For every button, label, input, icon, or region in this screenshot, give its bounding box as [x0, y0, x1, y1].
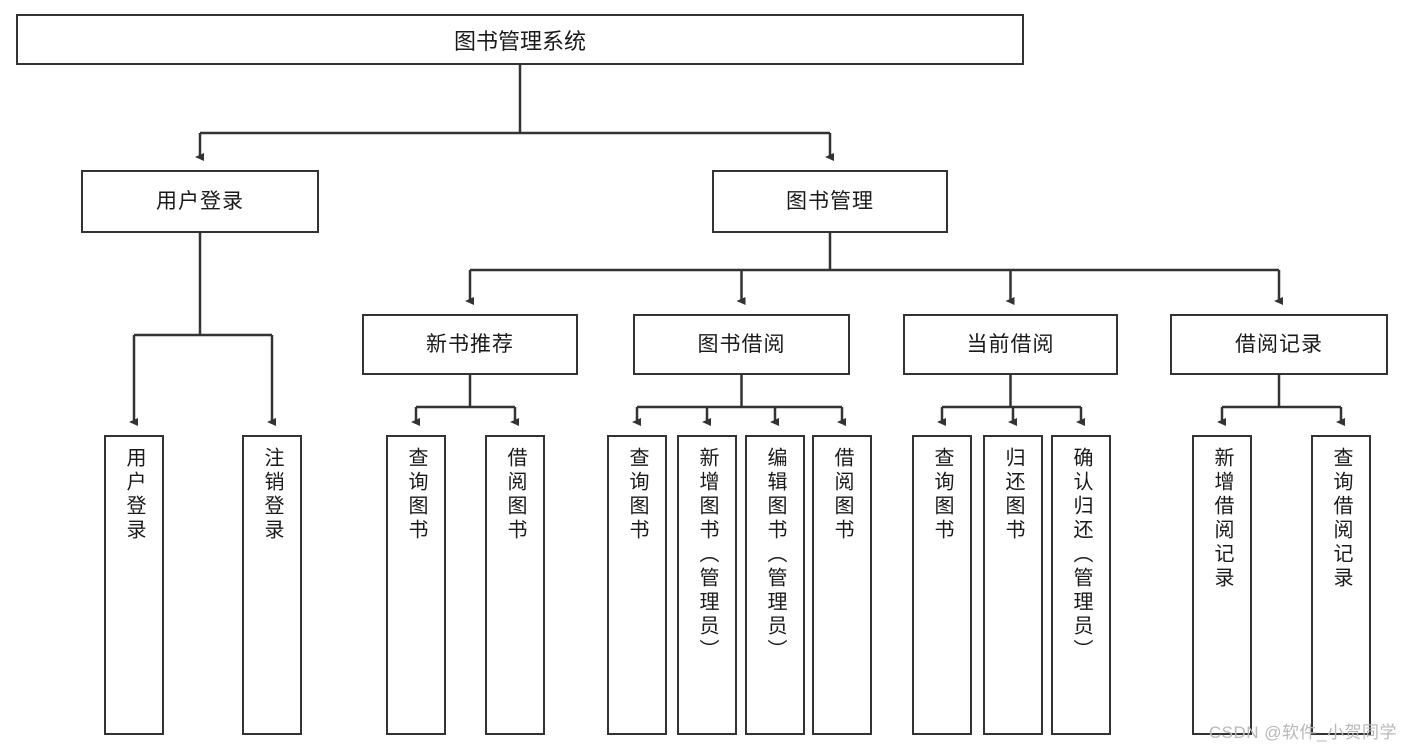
node-book-borrow-label: 图书借阅	[697, 332, 786, 356]
node-leaf-confirm-return-label: 确认归还（管理员）	[1070, 447, 1092, 663]
node-leaf-confirm-return[interactable]: 确认归还（管理员）	[1051, 435, 1111, 735]
node-leaf-borrow-book-1-label: 借阅图书	[504, 447, 526, 543]
node-current-borrow-label: 当前借阅	[966, 332, 1055, 356]
watermark: CSDN @软件_小贺同学	[1208, 723, 1397, 742]
node-leaf-logout-label: 注销登录	[261, 447, 283, 543]
node-leaf-add-record-label: 新增借阅记录	[1211, 447, 1233, 591]
node-leaf-query-record-label: 查询借阅记录	[1330, 447, 1352, 591]
node-leaf-borrow-book-1[interactable]: 借阅图书	[485, 435, 545, 735]
node-leaf-query-book-1-label: 查询图书	[405, 447, 427, 543]
node-leaf-return-book[interactable]: 归还图书	[983, 435, 1043, 735]
node-leaf-query-book-3-label: 查询图书	[931, 447, 953, 543]
node-book-manage-label: 图书管理	[786, 189, 874, 213]
node-leaf-query-book-2[interactable]: 查询图书	[607, 435, 667, 735]
node-leaf-edit-book-label: 编辑图书（管理员）	[764, 447, 786, 663]
node-leaf-query-book-1[interactable]: 查询图书	[386, 435, 446, 735]
node-root-label: 图书管理系统	[453, 28, 586, 54]
node-root[interactable]: 图书管理系统	[16, 14, 1024, 65]
node-new-book-recommend[interactable]: 新书推荐	[362, 314, 578, 375]
node-leaf-borrow-book-2[interactable]: 借阅图书	[812, 435, 872, 735]
node-leaf-edit-book[interactable]: 编辑图书（管理员）	[745, 435, 805, 735]
node-leaf-return-book-label: 归还图书	[1002, 447, 1024, 543]
node-leaf-add-book-label: 新增图书（管理员）	[696, 447, 718, 663]
node-user-login[interactable]: 用户登录	[81, 170, 319, 233]
node-leaf-user-login[interactable]: 用户登录	[104, 435, 164, 735]
node-book-borrow[interactable]: 图书借阅	[633, 314, 850, 375]
node-borrow-record[interactable]: 借阅记录	[1170, 314, 1388, 375]
node-leaf-user-login-label: 用户登录	[123, 447, 145, 543]
node-leaf-borrow-book-2-label: 借阅图书	[831, 447, 853, 543]
node-current-borrow[interactable]: 当前借阅	[903, 314, 1118, 375]
node-leaf-query-record[interactable]: 查询借阅记录	[1311, 435, 1371, 735]
node-leaf-logout[interactable]: 注销登录	[242, 435, 302, 735]
node-borrow-record-label: 借阅记录	[1235, 332, 1323, 356]
node-leaf-query-book-2-label: 查询图书	[626, 447, 648, 543]
node-leaf-add-record[interactable]: 新增借阅记录	[1192, 435, 1252, 735]
node-new-book-recommend-label: 新书推荐	[426, 332, 514, 356]
node-leaf-add-book[interactable]: 新增图书（管理员）	[677, 435, 737, 735]
node-book-manage[interactable]: 图书管理	[712, 170, 948, 233]
node-leaf-query-book-3[interactable]: 查询图书	[912, 435, 972, 735]
node-user-login-label: 用户登录	[156, 189, 244, 213]
